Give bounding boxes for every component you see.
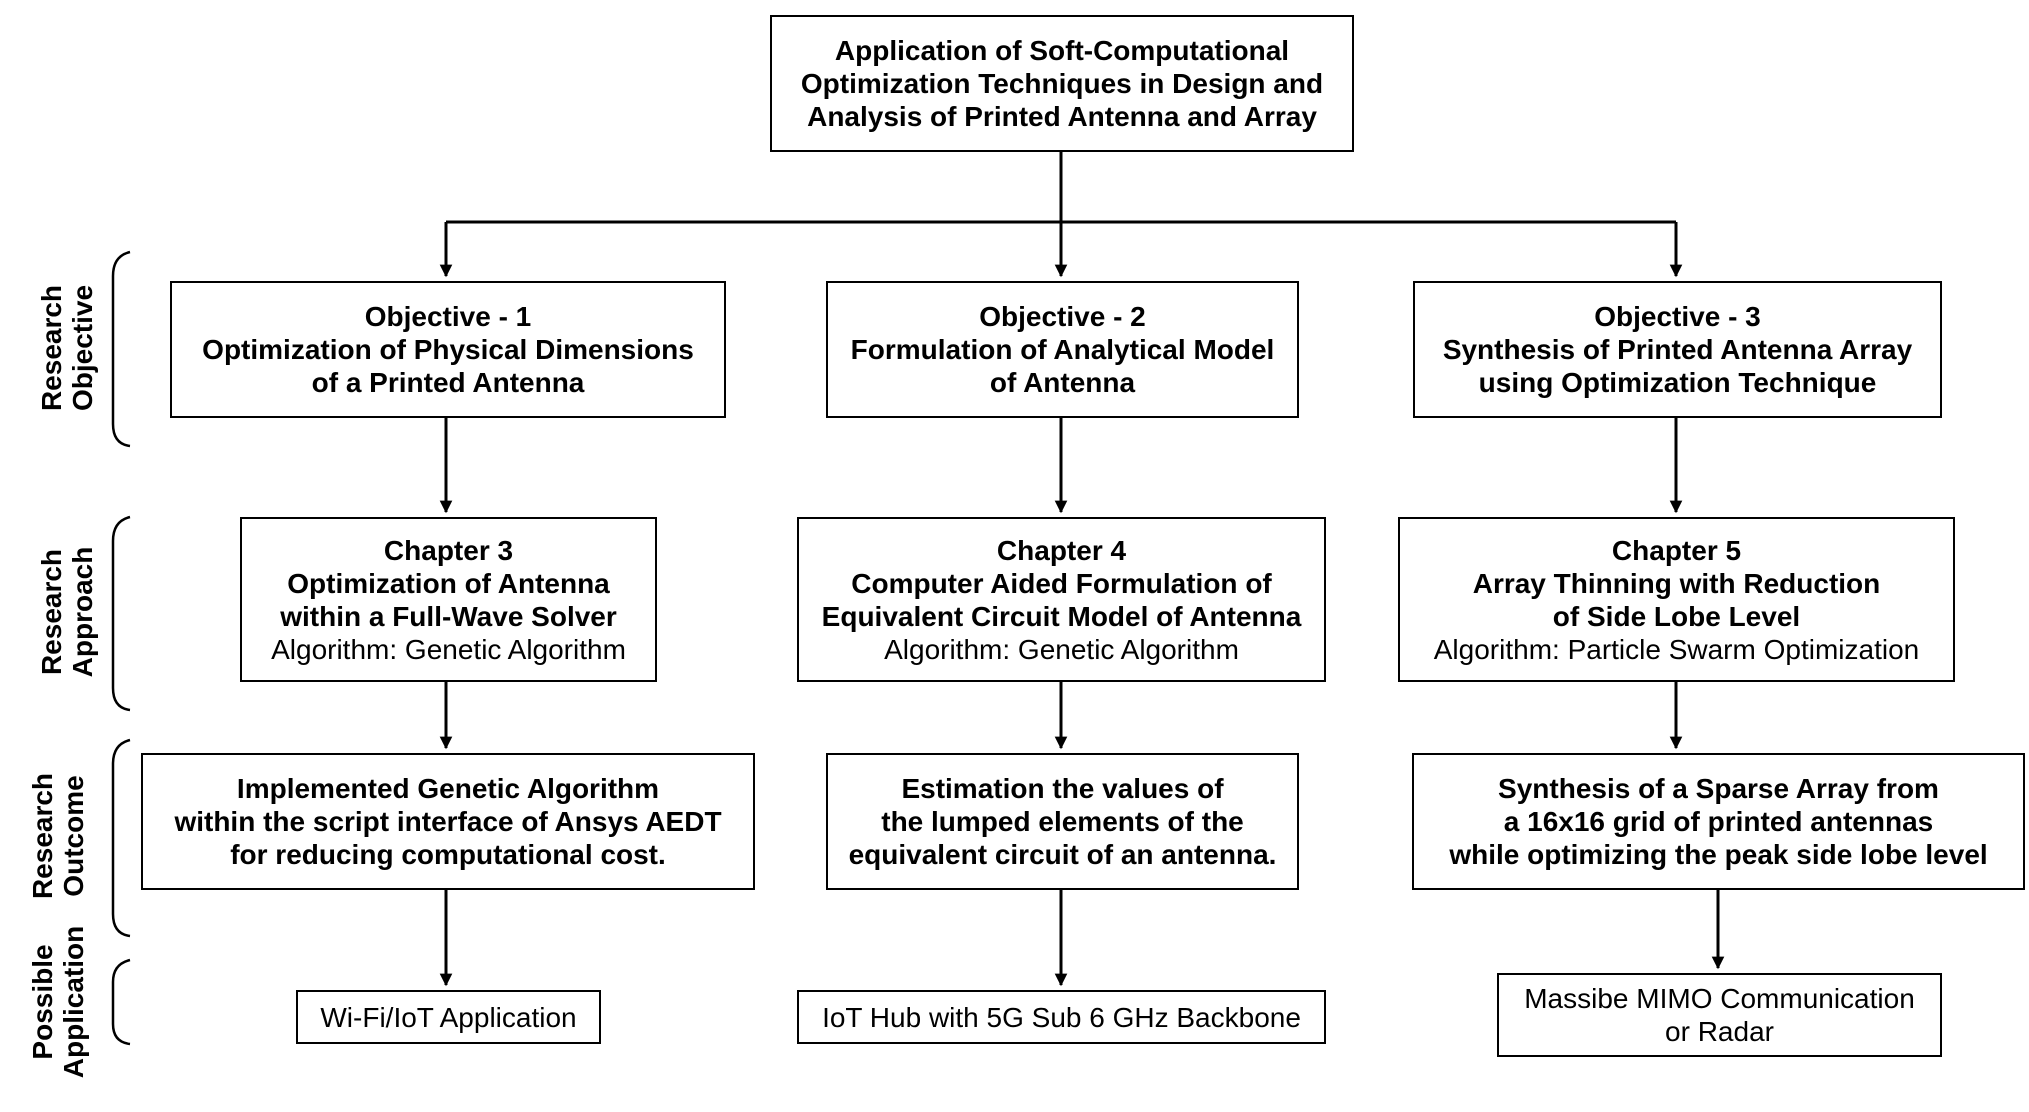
chapter-heading: Chapter 5 [1611, 534, 1742, 566]
outcome-line: Estimation the values of [901, 773, 1224, 804]
outcome-3-box: Synthesis of a Sparse Array from a 16x16… [1412, 753, 2025, 890]
label-line: Objective [67, 284, 98, 412]
chapter-algorithm: Algorithm: Genetic Algorithm [884, 633, 1239, 665]
chapter-algorithm: Algorithm: Genetic Algorithm [271, 633, 626, 665]
objective-line: Synthesis of Printed Antenna Array [1442, 334, 1913, 365]
objective-line: of Antenna [989, 367, 1136, 398]
objective-heading: Objective - 3 [1594, 301, 1761, 332]
application-line: or Radar [1665, 1016, 1774, 1047]
bracket-research-approach [111, 515, 131, 712]
outcome-2-box: Estimation the values of the lumped elem… [826, 753, 1299, 890]
chapter-line: Array Thinning with Reduction [1472, 567, 1881, 599]
objective-heading: Objective - 2 [979, 301, 1146, 332]
objective-1-box: Objective - 1 Optimization of Physical D… [170, 281, 726, 418]
outcome-line: Implemented Genetic Algorithm [236, 773, 660, 804]
bracket-possible-application [111, 958, 131, 1046]
chapter-heading: Chapter 3 [383, 534, 514, 566]
chapter-line: of Side Lobe Level [1552, 600, 1801, 632]
application-1-box: Wi-Fi/IoT Application [296, 990, 601, 1044]
outcome-line: a 16x16 grid of printed antennas [1503, 806, 1934, 837]
bracket-research-outcome [111, 738, 131, 938]
label-line: Application [58, 925, 89, 1079]
label-line: Research [27, 772, 58, 900]
objective-line: of a Printed Antenna [311, 367, 585, 398]
outcome-line: equivalent circuit of an antenna. [848, 839, 1277, 870]
objective-line: Formulation of Analytical Model [850, 334, 1275, 365]
objective-heading: Objective - 1 [364, 301, 532, 332]
outcome-line: while optimizing the peak side lobe leve… [1449, 839, 1988, 870]
chapter-line: Computer Aided Formulation of [851, 567, 1272, 599]
application-line: Wi-Fi/IoT Application [320, 1001, 577, 1033]
objective-3-box: Objective - 3 Synthesis of Printed Anten… [1413, 281, 1942, 418]
application-3-box: Massibe MIMO Communication or Radar [1497, 973, 1942, 1057]
label-line: Research [36, 284, 67, 412]
label-line: Research [36, 548, 67, 676]
title-box: Application of Soft-Computational Optimi… [770, 15, 1354, 152]
outcome-line: within the script interface of Ansys AED… [174, 806, 722, 837]
bracket-research-objective [111, 250, 131, 448]
chapter-line: within a Full-Wave Solver [280, 600, 617, 632]
chapter-line: Equivalent Circuit Model of Antenna [821, 600, 1302, 632]
chapter-4-box: Chapter 4 Computer Aided Formulation of … [797, 517, 1326, 682]
objective-line: using Optimization Technique [1478, 367, 1877, 398]
objective-2-box: Objective - 2 Formulation of Analytical … [826, 281, 1299, 418]
chapter-heading: Chapter 4 [996, 534, 1127, 566]
label-line: Outcome [58, 775, 89, 897]
chapter-5-box: Chapter 5 Array Thinning with Reduction … [1398, 517, 1955, 682]
outcome-line: the lumped elements of the [881, 806, 1244, 837]
application-2-box: IoT Hub with 5G Sub 6 GHz Backbone [797, 990, 1326, 1044]
chapter-algorithm: Algorithm: Particle Swarm Optimization [1433, 633, 1920, 665]
objective-line: Optimization of Physical Dimensions [202, 334, 694, 365]
chapter-line: Optimization of Antenna [287, 567, 610, 599]
label-line: Possible [27, 944, 58, 1060]
chapter-3-box: Chapter 3 Optimization of Antenna within… [240, 517, 657, 682]
title-line: Application of Soft-Computational [834, 35, 1290, 66]
title-line: Analysis of Printed Antenna and Array [807, 101, 1317, 132]
title-line: Optimization Techniques in Design and [800, 68, 1324, 99]
outcome-line: Synthesis of a Sparse Array from [1498, 773, 1939, 804]
application-line: IoT Hub with 5G Sub 6 GHz Backbone [822, 1001, 1301, 1033]
application-line: Massibe MIMO Communication [1524, 983, 1915, 1014]
label-line: Approach [67, 546, 98, 678]
outcome-1-box: Implemented Genetic Algorithm within the… [141, 753, 755, 890]
outcome-line: for reducing computational cost. [230, 839, 666, 870]
